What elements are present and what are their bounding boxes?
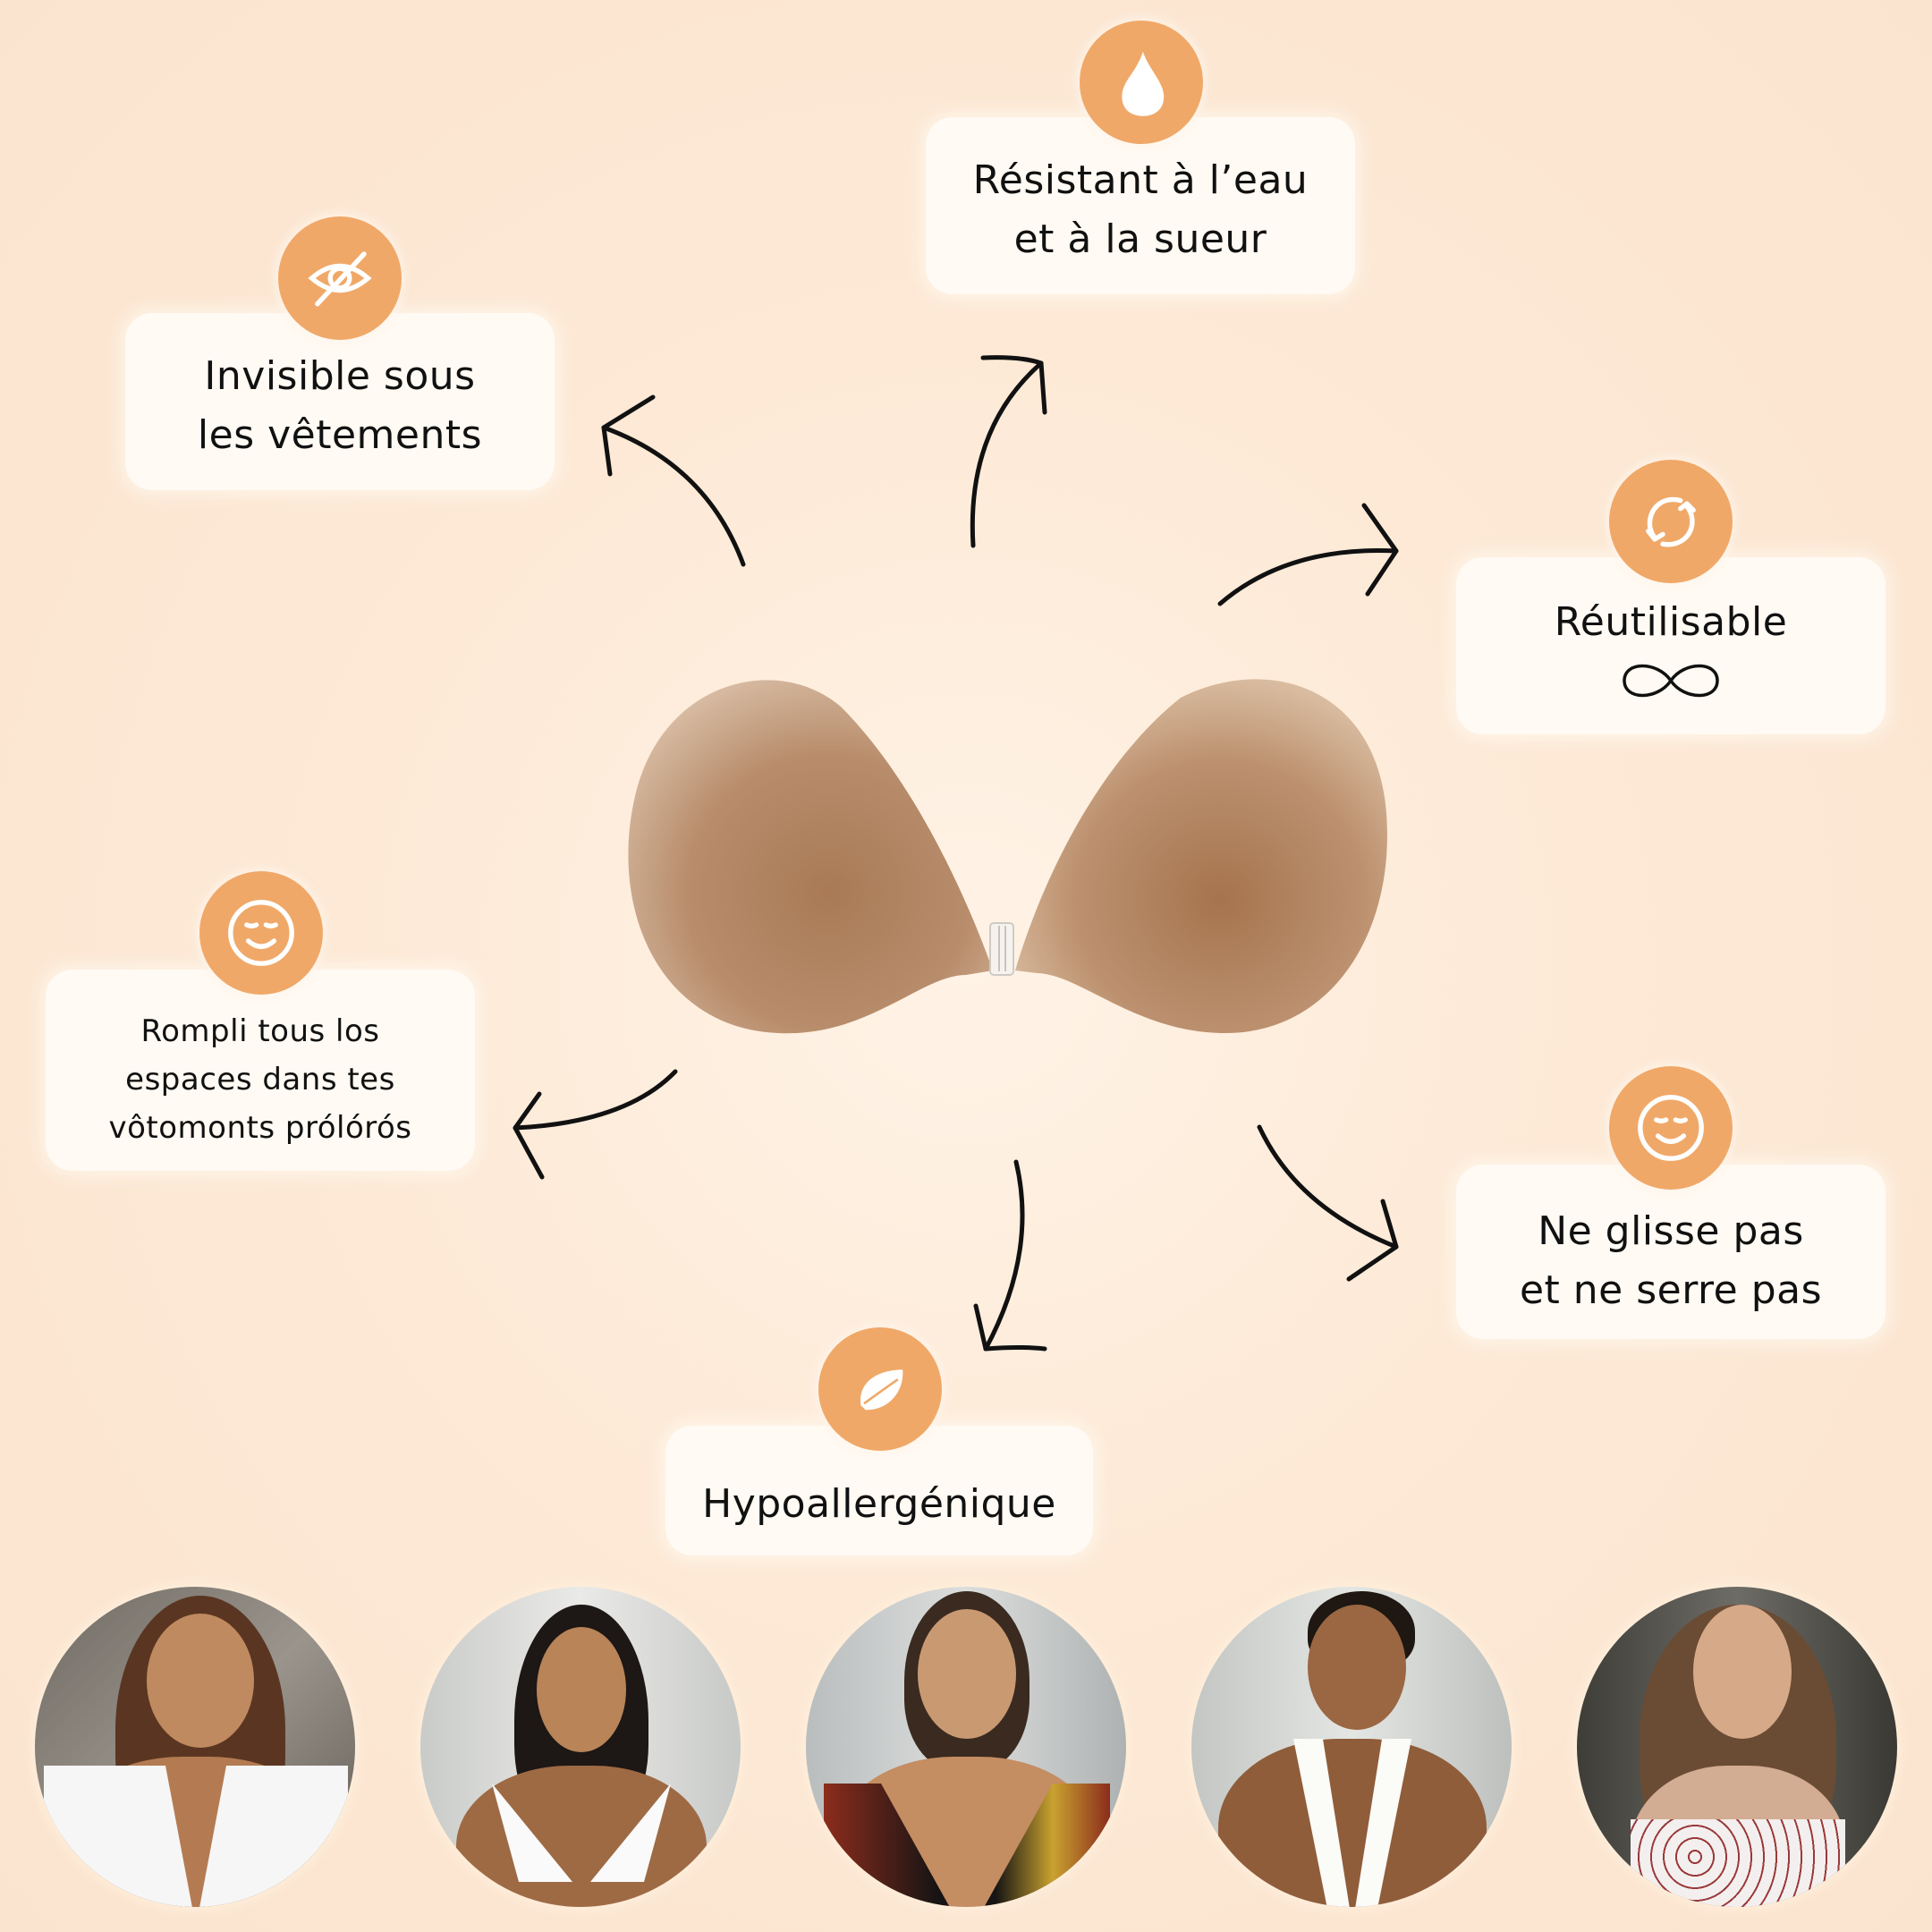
testimonial-avatar-1 bbox=[35, 1587, 355, 1907]
testimonial-avatar-4 bbox=[1191, 1587, 1512, 1907]
feature-label: Réutilisable bbox=[1554, 599, 1788, 645]
feature-card-noslip: Ne glisse pas et ne serre pas bbox=[1456, 1165, 1885, 1339]
arrow-to-noslip bbox=[1257, 1124, 1399, 1282]
infinity-icon bbox=[1623, 664, 1719, 698]
smiley-face-icon bbox=[199, 871, 323, 995]
feature-label: Rompli tous los espaces dans tes vôtomon… bbox=[108, 1013, 412, 1146]
arrow-to-invisible bbox=[601, 394, 746, 567]
feature-label: Hypoallergénique bbox=[702, 1480, 1056, 1527]
arrow-to-hypo bbox=[973, 1159, 1047, 1352]
arrow-to-fill bbox=[513, 1069, 678, 1180]
feature-label: Ne glisse pas et ne serre pas bbox=[1519, 1208, 1823, 1313]
arrow-to-reusable bbox=[1217, 503, 1399, 606]
right-cup bbox=[1015, 679, 1387, 1033]
eye-slash-icon bbox=[278, 216, 402, 340]
front-clasp bbox=[989, 922, 1014, 976]
testimonial-avatar-5 bbox=[1577, 1587, 1897, 1907]
refresh-cycle-icon bbox=[1609, 460, 1733, 583]
testimonial-avatar-2 bbox=[420, 1587, 741, 1907]
feature-label: Résistant à l’eau et à la sueur bbox=[972, 157, 1309, 262]
left-cup bbox=[628, 680, 993, 1034]
feature-card-invisible: Invisible sous les vêtements bbox=[125, 313, 555, 490]
feature-card-reusable: Réutilisable bbox=[1456, 557, 1885, 734]
arrow-to-water bbox=[970, 355, 1047, 548]
smiley-face-icon bbox=[1609, 1066, 1733, 1190]
feature-label: Invisible sous les vêtements bbox=[197, 353, 483, 458]
testimonial-avatar-3 bbox=[806, 1587, 1126, 1907]
feature-card-fill: Rompli tous los espaces dans tes vôtomon… bbox=[46, 970, 475, 1171]
leaf-icon bbox=[818, 1327, 942, 1451]
feature-card-water: Résistant à l’eau et à la sueur bbox=[926, 117, 1355, 294]
water-drop-icon bbox=[1080, 21, 1203, 144]
product-image bbox=[628, 679, 1387, 1034]
